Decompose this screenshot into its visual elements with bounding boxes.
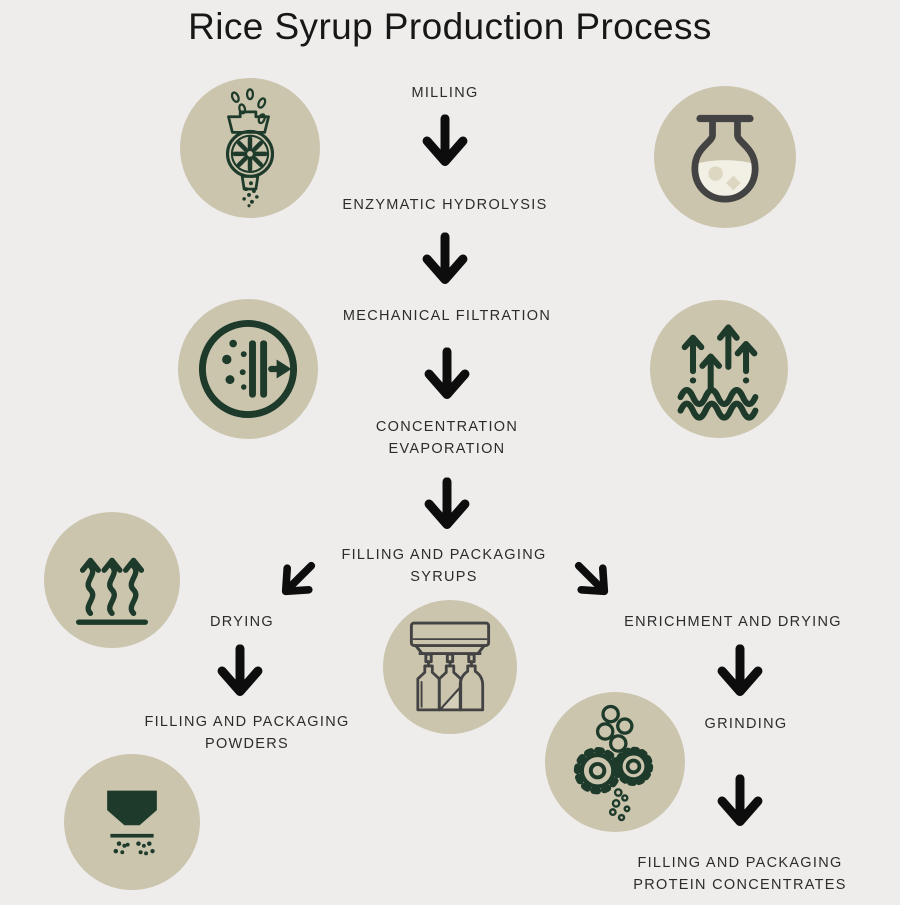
icon-badge-filtration [178,299,318,439]
step-label-line: FILLING AND PACKAGING [637,855,843,871]
icon-badge-milling [180,78,320,218]
icon-badge-hydrolysis [654,86,796,228]
step-label-enzymatic-hydrolysis: ENZYMATIC HYDROLYSIS [342,197,548,213]
step-label-filling-packaging-syrups: FILLING AND PACKAGING SYRUPS [341,544,546,588]
step-label-line: FILLING AND PACKAGING [341,547,547,563]
step-label-line: PROTEIN CONCENTRATES [633,877,847,893]
bottle-filling-machine-icon [409,621,491,712]
arrow-down-icon [423,477,471,531]
arrow-down-left-icon [268,549,329,610]
step-label-line: EVAPORATION [388,441,506,457]
step-label-mechanical-filtration: MECHANICAL FILTRATION [342,308,552,324]
icon-badge-grinding [545,692,685,832]
arrow-down-icon [216,644,264,698]
heat-rising-icon [75,557,149,625]
step-label-drying: DRYING [210,614,274,630]
step-label-line: SYRUPS [410,569,478,585]
arrow-down-icon [716,644,764,698]
arrow-down-icon [421,114,469,168]
step-label-line: CONCENTRATION [375,419,519,435]
step-label-milling: MILLING [411,85,479,101]
arrow-down-icon [421,232,469,286]
grain-mill-icon [225,88,275,208]
icon-badge-drying [44,512,180,648]
powder-hopper-icon [107,790,157,856]
arrow-down-right-icon [562,549,623,610]
step-label-concentration-evaporation: CONCENTRATION EVAPORATION [376,416,518,460]
step-label-line: POWDERS [204,736,290,752]
icon-badge-powder [64,754,200,890]
evaporation-arrows-icon [677,324,759,421]
arrow-down-icon [716,774,764,828]
gears-grinding-icon [573,704,654,822]
icon-badge-bottling [383,600,517,734]
page-title: Rice Syrup Production Process [188,6,712,47]
step-label-filling-packaging-protein-concentrates: FILLING AND PACKAGING PROTEIN CONCENTRAT… [633,852,846,896]
step-label-grinding: GRINDING [704,716,788,732]
step-label-line: FILLING AND PACKAGING [144,714,350,730]
round-flask-icon [691,114,759,203]
mechanical-filter-icon [198,319,298,419]
icon-badge-evaporation [650,300,788,438]
step-label-enrichment-and-drying: ENRICHMENT AND DRYING [624,614,842,630]
arrow-down-icon [423,347,471,401]
step-label-filling-packaging-powders: FILLING AND PACKAGING POWDERS [144,711,349,755]
